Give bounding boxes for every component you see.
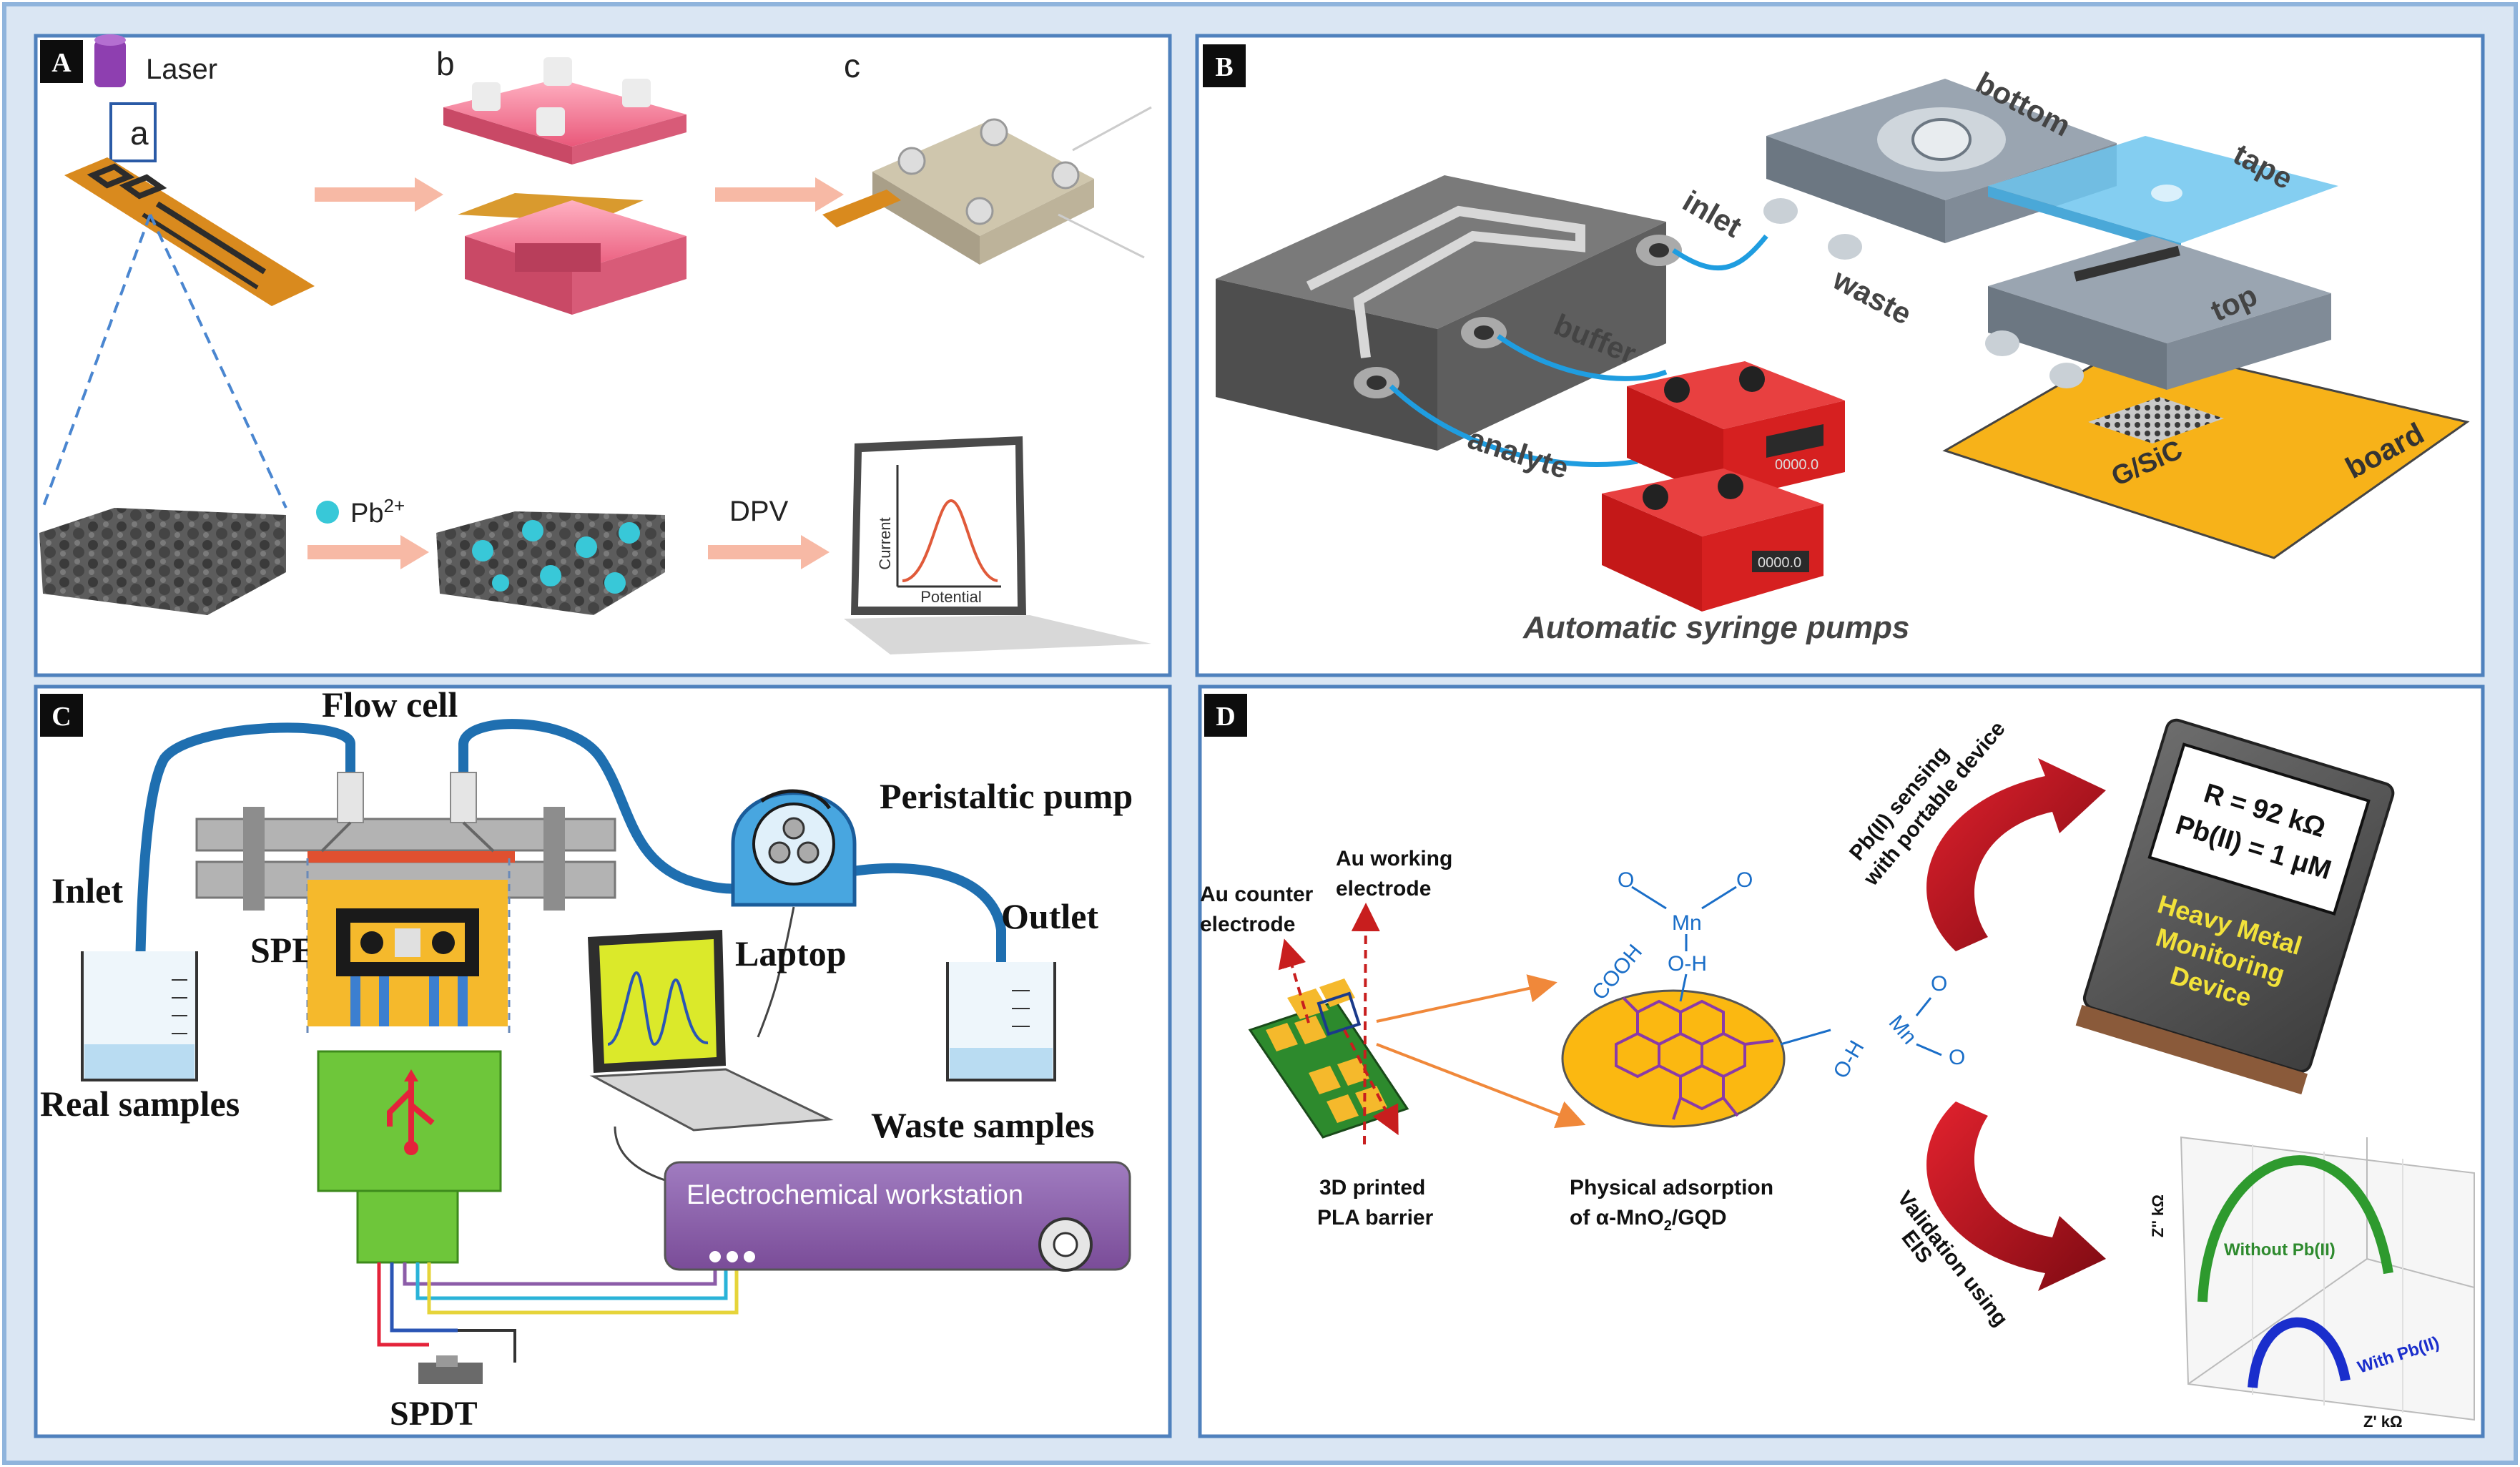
gqd-ellipse xyxy=(1561,989,1786,1128)
pb-ion-label: Pb2+ xyxy=(350,495,405,529)
label-barrier-1: 3D printed xyxy=(1319,1176,1425,1199)
assembled-flow-cell xyxy=(822,106,1152,265)
tube-to-pump xyxy=(458,719,747,894)
porous-lig-with-pb xyxy=(436,511,665,615)
peristaltic-pump xyxy=(731,789,857,907)
label-flow-cell: Flow cell xyxy=(322,685,458,725)
eis-axis-z1: Z' kΩ xyxy=(2363,1413,2403,1431)
panel-d: D Au counter electrode Au working electr… xyxy=(1198,685,2485,1438)
zoom-line-left xyxy=(41,214,152,509)
label-waste-samples: Waste samples xyxy=(871,1105,1095,1145)
dpv-label: DPV xyxy=(729,496,789,527)
panel-b: B inlet buffer analyte 0000.0 xyxy=(1195,34,2485,677)
sub-label-b: b xyxy=(436,45,455,82)
plot-x-label: Potential xyxy=(920,588,982,606)
panel-b-badge xyxy=(1203,44,1246,87)
label-laptop: Laptop xyxy=(735,933,847,973)
arrow-to-laptop xyxy=(708,535,830,569)
panel-c-badge-letter: C xyxy=(51,702,71,732)
panel-b-badge-letter: B xyxy=(1215,52,1233,82)
sub-label-c: c xyxy=(844,47,860,84)
laptop xyxy=(588,906,834,1182)
inlet-tube xyxy=(1672,234,1768,271)
panel-a-badge-letter: A xyxy=(51,48,72,78)
arrow-a-to-b xyxy=(315,177,443,212)
top-part xyxy=(1985,236,2331,390)
laser-icon xyxy=(94,34,126,87)
pump-display-bottom: 0000.0 xyxy=(1758,555,1801,571)
label-pumps: Automatic syringe pumps xyxy=(1522,610,1909,645)
tube-outlet xyxy=(842,863,1006,1051)
laser-label: Laser xyxy=(146,54,217,85)
syringe-pump-top: 0000.0 xyxy=(1627,361,1845,501)
graphene-hexagons xyxy=(1615,996,1774,1120)
panel-a: A Laser a b xyxy=(34,34,1172,677)
label-spe: SPE xyxy=(250,930,316,970)
panel-d-badge-letter: D xyxy=(1216,702,1235,732)
arrow-to-adsorbed xyxy=(307,535,429,569)
syringe-pump-bottom: 0000.0 xyxy=(1602,468,1823,612)
dashed-working-arrow xyxy=(1351,903,1380,1145)
tube-inlet xyxy=(134,722,355,1052)
beaker-outlet xyxy=(946,962,1056,1081)
orange-arrow-1 xyxy=(1376,974,1557,1023)
label-adsorption-2: of α-MnO2/GQD xyxy=(1570,1206,1727,1234)
orange-arrow-2 xyxy=(1376,1043,1586,1129)
panel-c-badge xyxy=(40,694,83,737)
panel-c: C Flow cell SPE xyxy=(34,685,1172,1438)
exploded-flow-cell xyxy=(443,57,686,315)
lig-electrode-strip xyxy=(64,157,315,306)
plot-y-label: Current xyxy=(876,517,894,569)
curved-arrow-sensing xyxy=(1926,758,2106,951)
buffer-tube xyxy=(1496,334,1668,381)
monitoring-device: R = 92 kΩ Pb(II) = 1 μM Heavy Metal Moni… xyxy=(2075,718,2395,1095)
dashed-barrier-arrow xyxy=(1343,1029,1399,1136)
graphene-chip xyxy=(2088,397,2224,443)
label-inlet-c: Inlet xyxy=(51,870,123,911)
label-o-1: O xyxy=(1618,868,1634,892)
electrode-chip xyxy=(1248,978,1409,1139)
zoom-box xyxy=(109,102,157,162)
label-oh-1: O-H xyxy=(1668,952,1707,976)
usb-adapter xyxy=(317,1050,502,1264)
label-barrier-2: PLA barrier xyxy=(1317,1206,1434,1230)
spdt-switch xyxy=(418,1355,483,1384)
label-o-2: O xyxy=(1736,868,1753,892)
label-mn-1: Mn xyxy=(1672,911,1702,935)
label-real-samples: Real samples xyxy=(40,1084,240,1124)
spe-chip xyxy=(307,880,508,1026)
label-spdt: SPDT xyxy=(390,1395,478,1433)
arrow-b-to-c xyxy=(715,177,844,212)
electrochemical-workstation xyxy=(664,1161,1131,1272)
analyte-tube xyxy=(1389,384,1638,467)
label-working-2: electrode xyxy=(1336,877,1431,901)
label-working-1: Au working xyxy=(1336,847,1452,870)
label-o-3: O xyxy=(1931,972,1947,996)
label-peristaltic-pump: Peristaltic pump xyxy=(880,776,1133,816)
pb-ion-icon xyxy=(316,501,339,524)
sub-label-a: a xyxy=(130,114,149,152)
fluidic-block xyxy=(1216,175,1682,451)
panel-a-badge xyxy=(40,40,83,83)
curved-arrow-validation xyxy=(1926,1102,2106,1291)
label-outlet: Outlet xyxy=(1001,896,1098,936)
label-counter-1: Au counter xyxy=(1200,883,1314,906)
laptop-with-plot: Current Potential xyxy=(844,436,1151,654)
tape-layer xyxy=(1988,136,2338,254)
eis-label-without: Without Pb(II) xyxy=(2224,1240,2336,1260)
pump-display-top: 0000.0 xyxy=(1775,457,1818,473)
label-workstation: Electrochemical workstation xyxy=(686,1180,1023,1210)
eis-3d-plot xyxy=(2180,1136,2475,1421)
label-counter-2: electrode xyxy=(1200,913,1295,936)
label-o-4: O xyxy=(1949,1046,1965,1069)
beaker-inlet xyxy=(81,951,198,1081)
zoom-line-right xyxy=(149,214,287,509)
panel-d-badge xyxy=(1204,694,1247,737)
porous-lig xyxy=(39,508,286,615)
label-adsorption-1: Physical adsorption xyxy=(1570,1176,1773,1199)
eis-axis-z2: Z'' kΩ xyxy=(2149,1194,2167,1237)
wires xyxy=(377,1259,739,1363)
